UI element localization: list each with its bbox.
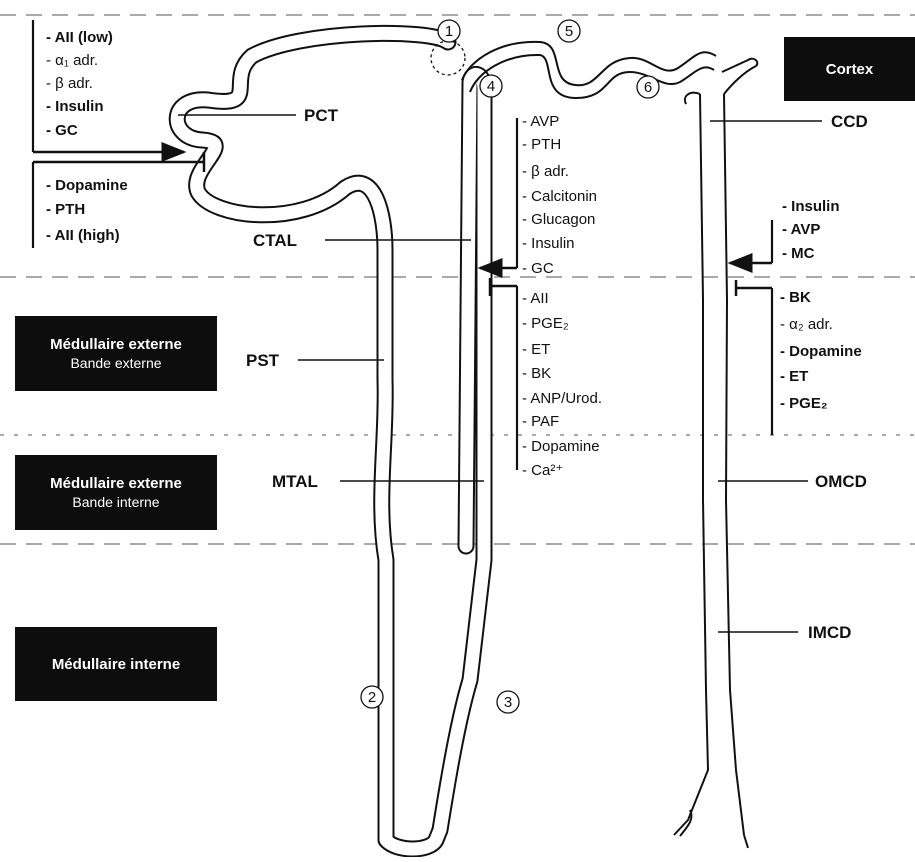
tal-stim-item: - β adr.	[522, 163, 569, 180]
tal-inhib-item: - Dopamine	[522, 438, 600, 455]
cd-inhibitors-group: - BK - α₂ adr. - Dopamine - ET - PGE₂	[736, 280, 862, 435]
pct-stim-item: - GC	[46, 122, 78, 139]
tal-stim-item: - Calcitonin	[522, 188, 597, 205]
cd-inhib-item: - α₂ adr.	[780, 316, 833, 333]
cd-stim-item: - MC	[782, 245, 815, 262]
pct-inhib-item: - PTH	[46, 201, 85, 218]
tal-stim-item: - AVP	[522, 113, 559, 130]
tal-inhib-item: - PGE₂	[522, 315, 569, 332]
svg-text:2: 2	[368, 689, 376, 706]
pct-inhib-item: - Dopamine	[46, 177, 128, 194]
zone-subtitle: Bande externe	[70, 354, 161, 373]
tal-inhib-item: - Ca²⁺	[522, 462, 563, 479]
zone-label-outer-medulla-outer-stripe: Médullaire externe Bande externe	[15, 316, 217, 391]
svg-text:5: 5	[565, 23, 573, 40]
zone-subtitle: Bande interne	[72, 493, 159, 512]
zone-title: Médullaire interne	[52, 655, 180, 674]
cd-inhib-item: - PGE₂	[780, 395, 828, 412]
label-ctal: CTAL	[253, 231, 297, 250]
svg-text:6: 6	[644, 79, 652, 96]
tal-inhib-item: - ET	[522, 341, 550, 358]
tal-inhibitors-group: - AII - PGE₂ - ET - BK - ANP/Urod. - PAF…	[490, 278, 602, 479]
marker-6: 6	[637, 76, 659, 98]
zone-title: Médullaire externe	[50, 335, 182, 354]
tal-inhib-item: - PAF	[522, 413, 559, 430]
marker-3: 3	[497, 691, 519, 713]
zone-label-cortex: Cortex	[784, 37, 915, 101]
cd-stim-item: - Insulin	[782, 198, 840, 215]
cd-stim-item: - AVP	[782, 221, 820, 238]
marker-2: 2	[361, 686, 383, 708]
tal-inhib-item: - AII	[522, 290, 549, 307]
cd-inhib-item: - ET	[780, 368, 808, 385]
label-pct: PCT	[304, 106, 339, 125]
pct-stim-item: - β adr.	[46, 75, 93, 92]
pct-stim-item: - AII (low)	[46, 29, 113, 46]
pct-stim-item: - α₁ adr.	[46, 52, 98, 69]
tal-stimulators-group: - AVP - PTH - β adr. - Calcitonin - Gluc…	[480, 113, 597, 277]
cd-stimulators-group: - Insulin - AVP - MC	[730, 198, 840, 263]
nephron-tubule	[177, 33, 484, 849]
label-ccd: CCD	[831, 112, 868, 131]
tal-stim-item: - Insulin	[522, 235, 575, 252]
zone-title: Cortex	[826, 60, 874, 79]
pct-stimulators-group: - AII (low) - α₁ adr. - β adr. - Insulin…	[33, 20, 184, 152]
label-pst: PST	[246, 351, 280, 370]
label-omcd: OMCD	[815, 472, 867, 491]
zone-label-outer-medulla-inner-stripe: Médullaire externe Bande interne	[15, 455, 217, 530]
tal-inhib-item: - BK	[522, 365, 551, 382]
svg-text:1: 1	[445, 23, 453, 40]
pct-inhibitors-group: - Dopamine - PTH - AII (high)	[33, 152, 204, 248]
marker-5: 5	[558, 20, 580, 42]
tal-stim-item: - GC	[522, 260, 554, 277]
pct-stim-item: - Insulin	[46, 98, 104, 115]
label-imcd: IMCD	[808, 623, 851, 642]
cd-inhib-item: - BK	[780, 289, 811, 306]
collecting-duct	[674, 59, 757, 848]
label-mtal: MTAL	[272, 472, 318, 491]
marker-1: 1	[438, 20, 460, 42]
svg-text:4: 4	[487, 78, 495, 95]
tal-stim-item: - Glucagon	[522, 211, 595, 228]
svg-text:3: 3	[504, 694, 512, 711]
zone-title: Médullaire externe	[50, 474, 182, 493]
tal-stim-item: - PTH	[522, 136, 561, 153]
marker-4: 4	[480, 75, 502, 97]
cd-inhib-item: - Dopamine	[780, 343, 862, 360]
tal-inhib-item: - ANP/Urod.	[522, 390, 602, 407]
pct-inhib-item: - AII (high)	[46, 227, 120, 244]
zone-label-inner-medulla: Médullaire interne	[15, 627, 217, 701]
distal-tubule-inner	[470, 55, 714, 98]
